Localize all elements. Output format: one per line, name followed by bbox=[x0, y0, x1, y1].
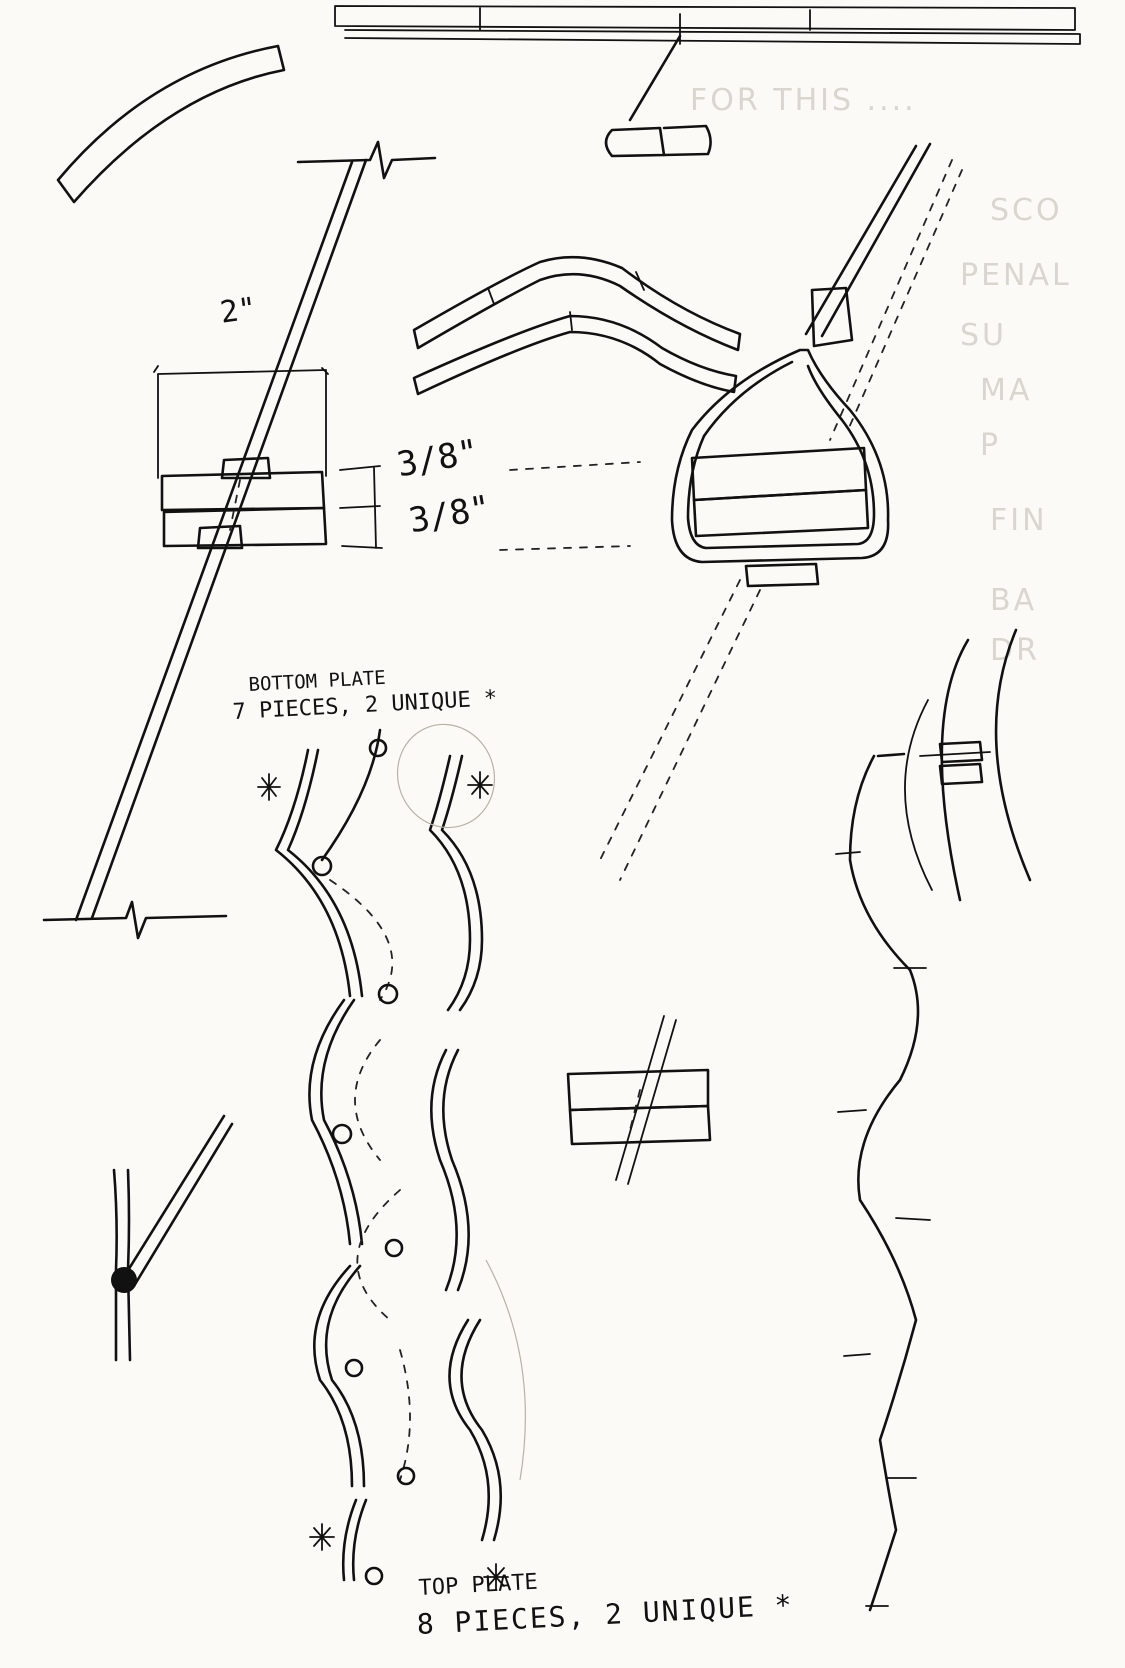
top-plank bbox=[334, 5, 1081, 45]
stacked-block bbox=[566, 1015, 712, 1185]
svg-text:DR: DR bbox=[990, 633, 1040, 668]
svg-text:SCO: SCO bbox=[990, 193, 1063, 228]
svg-text:MA: MA bbox=[980, 373, 1032, 408]
section-block bbox=[153, 365, 641, 551]
joint-detail-top bbox=[604, 34, 712, 158]
top-plate-strips bbox=[396, 723, 526, 1591]
svg-text:BA: BA bbox=[990, 583, 1037, 618]
dimension-width-label: 2" bbox=[218, 290, 259, 331]
svg-text:FOR THIS ....: FOR THIS .... bbox=[690, 83, 917, 118]
svg-text:PENAL: PENAL bbox=[960, 258, 1072, 293]
bulb-section bbox=[599, 142, 963, 881]
svg-text:FIN: FIN bbox=[990, 503, 1048, 538]
bolt-markers bbox=[311, 738, 416, 1586]
bleed-through-text: FOR THIS .... SCO PENAL SU MA P FIN BA D… bbox=[690, 83, 1072, 668]
svg-text:P: P bbox=[980, 428, 1001, 463]
fork-pin-detail bbox=[111, 1114, 234, 1362]
curved-strip bbox=[56, 44, 286, 204]
long-rod bbox=[42, 140, 437, 940]
bottom-plate-strips bbox=[257, 728, 493, 1586]
asterisk-markers bbox=[257, 771, 493, 1551]
svg-text:SU: SU bbox=[960, 318, 1007, 353]
wavy-profile bbox=[835, 628, 1032, 1612]
arch-strips bbox=[412, 255, 742, 396]
